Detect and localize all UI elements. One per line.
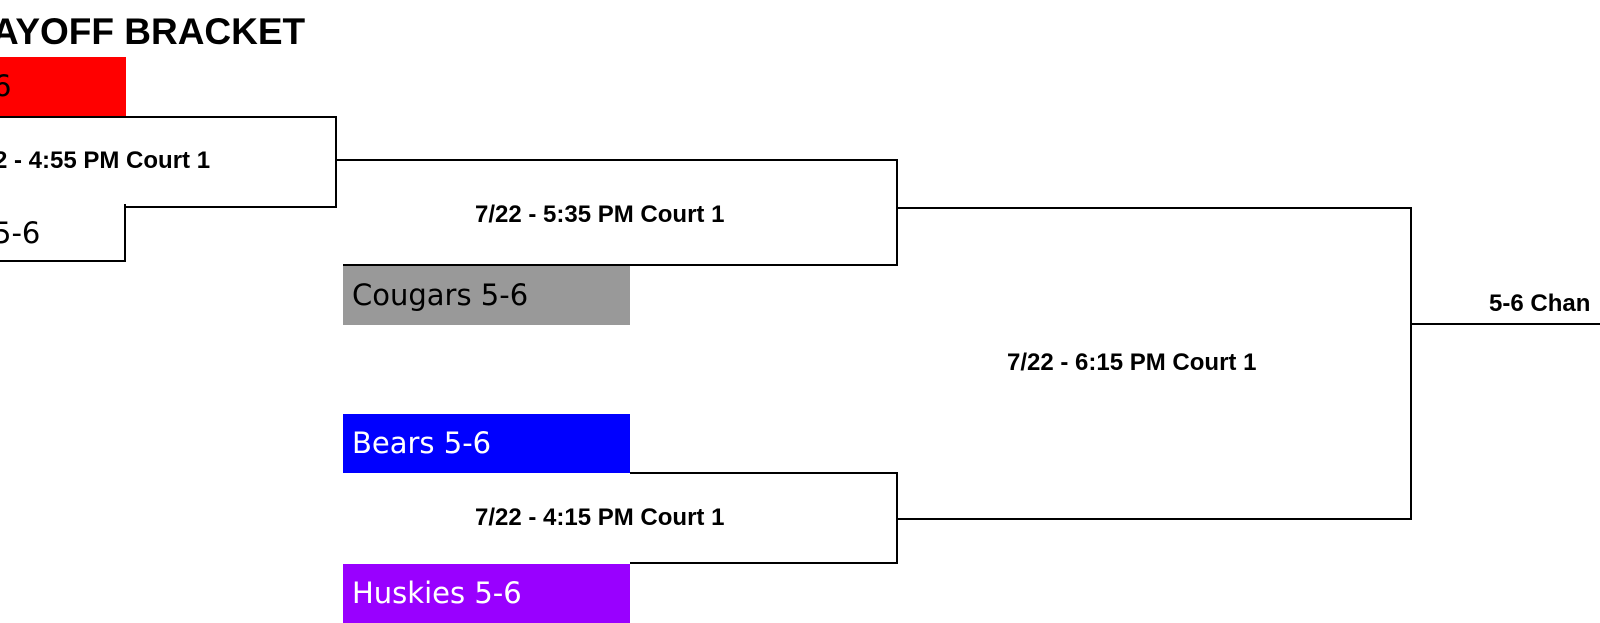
connector-line bbox=[1410, 207, 1412, 520]
team-label: Cougars 5-6 bbox=[352, 278, 529, 312]
team-slot-r1-bottom: 5-6 bbox=[0, 204, 126, 262]
connector-line bbox=[343, 264, 898, 266]
team-slot-r2-lower-top: Bears 5-6 bbox=[343, 414, 630, 473]
champion-label: 5-6 Chan bbox=[1489, 290, 1591, 317]
connector-line bbox=[898, 518, 1412, 520]
connector-line bbox=[630, 472, 898, 474]
connector-line bbox=[630, 562, 898, 564]
team-slot-r2-lower-bottom: Huskies 5-6 bbox=[343, 564, 630, 623]
team-label: Bears 5-6 bbox=[352, 426, 492, 460]
team-label: Huskies 5-6 bbox=[352, 576, 522, 610]
connector-line bbox=[898, 207, 1412, 209]
game-label-final: 7/22 - 6:15 PM Court 1 bbox=[1007, 349, 1257, 376]
game-label-r2-lower: 7/22 - 4:15 PM Court 1 bbox=[475, 504, 725, 531]
connector-line bbox=[337, 159, 898, 161]
team-label: 6 bbox=[0, 69, 12, 103]
game-label-r2-upper: 7/22 - 5:35 PM Court 1 bbox=[475, 201, 725, 228]
team-slot-r1-top: 6 bbox=[0, 57, 126, 116]
game-label-r1: 2 - 4:55 PM Court 1 bbox=[0, 147, 211, 174]
connector-line bbox=[1412, 323, 1600, 325]
connector-line bbox=[896, 159, 898, 264]
game-box-r1 bbox=[0, 116, 337, 208]
team-slot-r2-upper: Cougars 5-6 bbox=[343, 266, 630, 325]
team-label: 5-6 bbox=[0, 216, 41, 250]
connector-line bbox=[896, 472, 898, 564]
bracket-title: AYOFF BRACKET bbox=[0, 11, 306, 52]
